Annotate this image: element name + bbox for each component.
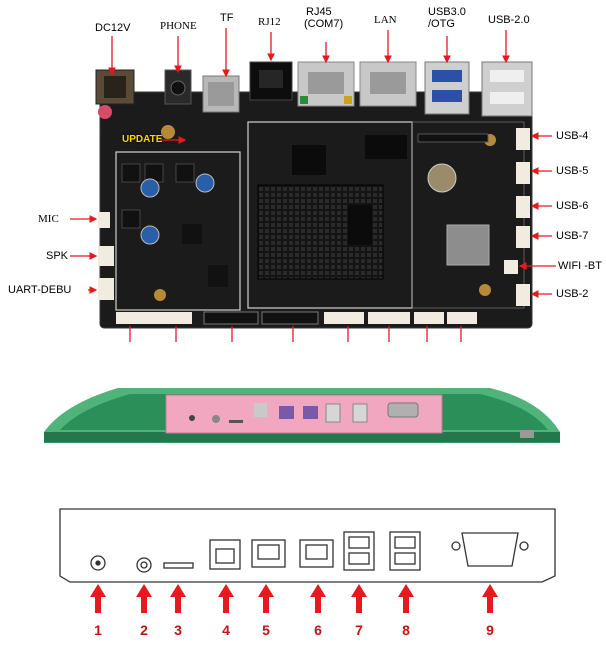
label-usb20: USB-2.0 bbox=[488, 14, 530, 26]
port-number-6: 6 bbox=[314, 622, 322, 638]
label-mic: MIC bbox=[38, 213, 59, 225]
label-otg: /OTG bbox=[428, 18, 455, 30]
label-wifi-bt: WIFI -BT bbox=[558, 260, 602, 272]
label-usb7: USB-7 bbox=[556, 230, 589, 242]
label-usb30: USB3.0 bbox=[428, 6, 466, 18]
label-com7: (COM7) bbox=[304, 18, 344, 30]
port-number-4: 4 bbox=[222, 622, 230, 638]
enclosure-side-view bbox=[44, 388, 560, 443]
label-rj12: RJ12 bbox=[258, 16, 281, 28]
label-usb2: USB-2 bbox=[556, 288, 589, 300]
label-uart-debu: UART-DEBU bbox=[8, 284, 72, 296]
power-section bbox=[115, 151, 241, 311]
port-number-8: 8 bbox=[402, 622, 410, 638]
label-usb4: USB-4 bbox=[556, 130, 589, 142]
port-number-1: 1 bbox=[94, 622, 102, 638]
label-usb5: USB-5 bbox=[556, 165, 589, 177]
io-panel-drawing bbox=[59, 508, 556, 583]
label-update: UPDATE bbox=[122, 134, 163, 145]
label-spk: SPK bbox=[46, 250, 69, 262]
port-arrows bbox=[90, 584, 498, 613]
port-number-2: 2 bbox=[140, 622, 148, 638]
label-phone: PHONE bbox=[160, 20, 197, 32]
usb30-port bbox=[424, 61, 470, 115]
port-number-9: 9 bbox=[486, 622, 494, 638]
port-number-3: 3 bbox=[174, 622, 182, 638]
port-number-5: 5 bbox=[262, 622, 270, 638]
label-lan: LAN bbox=[374, 14, 397, 26]
port-number-7: 7 bbox=[355, 622, 363, 638]
label-rj45: RJ45 bbox=[306, 6, 332, 18]
label-usb6: USB-6 bbox=[556, 200, 589, 212]
label-dc12v: DC12V bbox=[95, 22, 131, 34]
label-tf: TF bbox=[220, 12, 234, 24]
